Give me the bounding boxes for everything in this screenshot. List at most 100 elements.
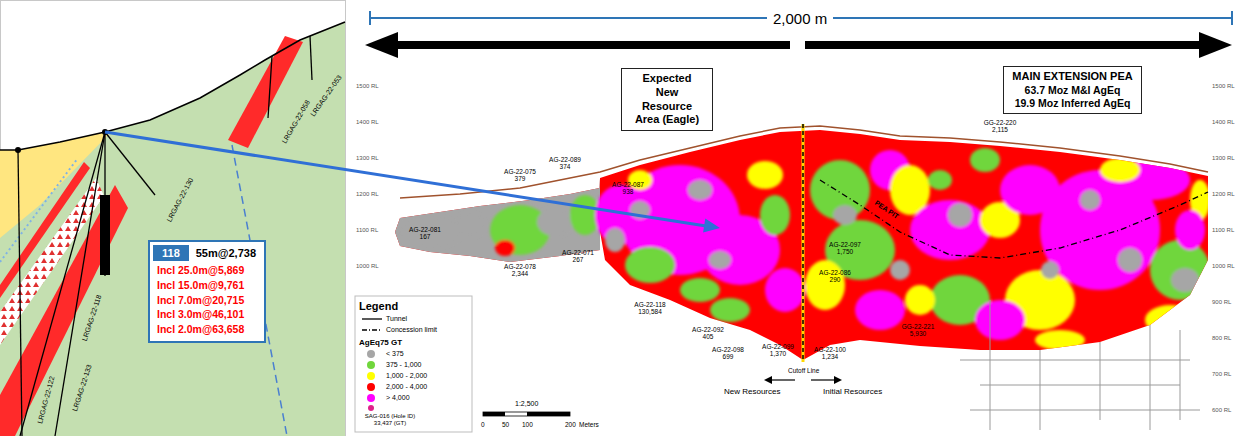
grade-zone (709, 251, 731, 269)
annotation: 1:2,500 (515, 400, 538, 408)
elevation-label: 1000 RL (356, 263, 379, 270)
grade-zone (833, 205, 857, 225)
link-arrow (105, 132, 706, 226)
elevation-label: 1500 RL (356, 83, 379, 90)
drill-hole (105, 132, 155, 195)
link-arrowhead (703, 219, 720, 233)
drill-hole (268, 56, 272, 118)
box-text: 63.7 Moz M&I AgEq (1012, 84, 1133, 97)
drill-hole (20, 132, 105, 436)
direction-arrow (811, 379, 836, 380)
grade-zone (805, 260, 845, 310)
annotation: 50 (502, 421, 509, 428)
legend-text: Tunnel (386, 315, 407, 323)
elevation-label: 700 RL (1212, 371, 1231, 378)
cutoff-line (802, 124, 804, 362)
hole-label: AG-22-086 290 (815, 269, 855, 283)
annotation: 100 (522, 421, 533, 428)
panel-frame (1, 1, 346, 436)
grade-base (390, 120, 1220, 370)
grade-zone (910, 200, 990, 260)
intercept-total: 55m@2,738 (196, 246, 256, 260)
grade-zone (625, 247, 675, 283)
grade-zone (605, 228, 625, 252)
grade-zone (1041, 261, 1059, 279)
legend-text: SAG-016 (Hole ID) 33,437 (GT) (357, 413, 423, 427)
hole-label: AG-22-097 1,750 (825, 241, 865, 255)
grade-zone (948, 203, 972, 227)
legend-line-sample (362, 316, 382, 322)
grade-zone (760, 195, 790, 235)
annotation: 0 (481, 421, 485, 428)
tunnel (960, 360, 1190, 361)
legend-swatch (367, 350, 375, 358)
legend-line (362, 329, 382, 330)
scale-bar (527, 412, 570, 416)
grade-zone (1100, 158, 1140, 182)
hole-label: AG-22-075 379 (500, 168, 540, 182)
box-text: 19.9 Moz Inferred AgEq (1012, 97, 1133, 110)
elevation-label: 600 RL (1212, 407, 1231, 414)
hole-label: GG-22-221 5,930 (898, 323, 938, 337)
legend-text: 1,000 - 2,000 (386, 372, 427, 380)
hole-label: AG-22-098 699 (708, 346, 748, 360)
grade-zone (970, 148, 1000, 172)
grade-zone (680, 278, 720, 302)
grade-zone (495, 240, 515, 256)
annotation: Initial Resources (823, 387, 882, 396)
tunnel (970, 410, 1200, 411)
grade-zone (1145, 305, 1195, 335)
hole-label: AG-22-081 167 (405, 226, 445, 240)
scale-bar (483, 412, 570, 416)
intercept-detail: Incl 15.0m@9,761 (157, 278, 257, 293)
callout-header: 11855m@2,738 (153, 245, 257, 261)
legend-swatch (367, 361, 375, 369)
intercept-callout: 11855m@2,738Incl 25.0m@5,869Incl 15.0m@9… (148, 240, 266, 343)
pit-outline (820, 180, 1208, 258)
elevation-label: 1100 RL (356, 227, 378, 234)
grade-zone (1175, 210, 1205, 250)
legend-swatch (367, 383, 375, 391)
grade-zone (688, 180, 712, 200)
legend-text: > 4,000 (386, 394, 410, 402)
grade-zone (710, 298, 750, 322)
drill-hole (310, 36, 312, 80)
drill-hole (18, 150, 22, 436)
intercept-bar (100, 195, 110, 275)
tunnel (1150, 325, 1151, 430)
direction-arrowhead (764, 376, 772, 384)
legend-line-sample (362, 327, 382, 333)
grade-zone (747, 161, 783, 189)
tunnel (1040, 350, 1041, 430)
intercept-detail: Incl 7.0m@20,715 (157, 293, 257, 308)
grade-zone (1150, 240, 1210, 300)
extent-arrowhead (365, 32, 398, 58)
dimension-tick (369, 11, 371, 25)
tunnel (1180, 330, 1181, 420)
intercept-detail: Incl 2.0m@63,658 (157, 322, 257, 337)
legend-line (362, 318, 382, 319)
tunnel (980, 385, 1180, 386)
annotation: Legend (359, 300, 398, 313)
annotation: Cutoff Line (788, 367, 819, 374)
elevation-label: 800 RL (1212, 335, 1231, 342)
grade-zone (890, 260, 910, 280)
elevation-label: 1100 RL (1212, 227, 1234, 234)
hole-label: AG-22-118 130,584 (630, 301, 670, 315)
intercept-detail: Incl 3.0m@46,101 (157, 307, 257, 322)
elevation-label: 1300 RL (1212, 155, 1235, 162)
topography (0, 22, 345, 150)
extent-arrow (805, 41, 1201, 49)
legend-text: < 375 (386, 350, 404, 358)
dimension-tick (1231, 11, 1233, 25)
grade-zone (1035, 330, 1085, 350)
annotation: New Resources (724, 387, 780, 396)
hole-label: AG-22-089 374 (545, 156, 585, 170)
grade-zone (1080, 190, 1100, 210)
legend-text: 2,000 - 4,000 (386, 383, 427, 391)
elevation-label: 1000 RL (1212, 263, 1235, 270)
grade-zone (455, 213, 485, 237)
grade-zone (1118, 248, 1142, 272)
elevation-label: 1500 RL (1212, 83, 1235, 90)
